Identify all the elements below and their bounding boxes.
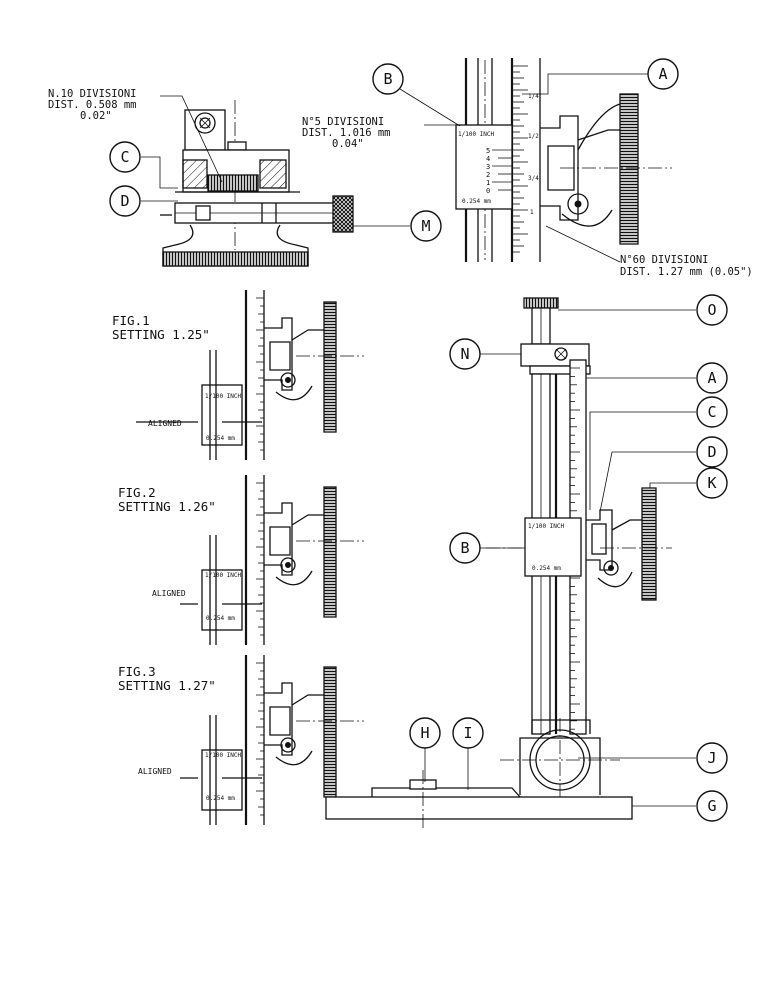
callout-n: N (449, 338, 481, 370)
callout-b-top: B (372, 63, 404, 95)
fig2-vernier-bottom: 0.254 mm (206, 615, 235, 622)
fig1-setting-example: FIG.1 SETTING 1.25" ALIGNED 1/100 INCH 0… (112, 288, 366, 462)
callout-h: H (409, 717, 441, 749)
fig3-aligned: ALIGNED (138, 767, 172, 776)
svg-text:O: O (707, 301, 716, 319)
svg-text:B: B (383, 70, 392, 88)
closeup-vernier-mark: 0 (486, 187, 490, 195)
callout-d: D (696, 436, 728, 468)
svg-text:N: N (460, 345, 469, 363)
top-left-section-view: N.10 DIVISIONI DIST. 0.508 mm 0.02" (48, 88, 410, 267)
svg-text:H: H (420, 724, 429, 742)
closeup-vernier-mark: 1 (486, 179, 490, 187)
closeup-main-mark-3: 3/4 (528, 175, 539, 182)
annotation-n60-line2: DIST. 1.27 mm (0.05") (620, 266, 753, 278)
fig2-vernier-top: 1/100 INCH (205, 572, 242, 579)
svg-text:C: C (120, 148, 129, 166)
callout-c-top: C (109, 141, 141, 173)
gauge-vernier-bottom: 0.254 mm (532, 565, 561, 572)
fig2-setting: SETTING 1.26" (118, 499, 216, 514)
fig1-vernier-bottom: 0.254 mm (206, 435, 235, 442)
annotation-n10-line3: 0.02" (80, 110, 112, 122)
height-gauge-assembly: 1/100 INCH 0.254 mm (325, 297, 696, 830)
fig3-vernier-bottom: 0.254 mm (206, 795, 235, 802)
annotation-n10-line2: DIST. 0.508 mm (48, 99, 137, 111)
closeup-vernier-mark: 5 (486, 147, 490, 155)
callout-g: G (696, 790, 728, 822)
fig3-vernier-top: 1/100 INCH (205, 752, 242, 759)
closeup-main-mark-2: 1/2 (528, 133, 539, 140)
fig2-setting-example: FIG.2 SETTING 1.26" ALIGNED 1/100 INCH 0… (118, 473, 366, 647)
svg-text:G: G (707, 797, 716, 815)
svg-text:J: J (707, 749, 716, 767)
annotation-n10-line1: N.10 DIVISIONI (48, 88, 137, 100)
gauge-vernier-top: 1/100 INCH (528, 523, 565, 530)
closeup-main-mark-4: 1 (530, 209, 534, 216)
callout-d-top: D (109, 185, 141, 217)
svg-text:K: K (707, 474, 716, 492)
callout-a-top: A (647, 58, 679, 90)
fig1-vernier-top: 1/100 INCH (205, 393, 242, 400)
svg-text:I: I (463, 724, 472, 742)
closeup-main-mark-1: 1/4 (528, 93, 539, 100)
callout-o: O (696, 294, 728, 326)
fig3-title: FIG.3 (118, 664, 156, 679)
callout-b: B (449, 532, 481, 564)
svg-text:D: D (120, 192, 129, 210)
svg-text:D: D (707, 443, 716, 461)
annotation-n5-line1: N°5 DIVISIONI (302, 116, 384, 128)
closeup-vernier-mark: 3 (486, 163, 490, 171)
svg-text:A: A (658, 65, 667, 83)
svg-text:B: B (460, 539, 469, 557)
svg-text:A: A (707, 369, 716, 387)
callout-k: K (696, 467, 728, 499)
fig2-title: FIG.2 (118, 485, 156, 500)
closeup-vernier-mark: 2 (486, 171, 490, 179)
fig1-aligned: ALIGNED (148, 419, 182, 428)
closeup-vernier-mark: 4 (486, 155, 490, 163)
callout-a: A (696, 362, 728, 394)
callout-c: C (696, 396, 728, 428)
fig1-title: FIG.1 (112, 313, 150, 328)
fig1-setting: SETTING 1.25" (112, 327, 210, 342)
callout-m: M (410, 210, 442, 242)
annotation-n5-line3: 0.04" (332, 138, 364, 150)
fig3-setting-example: FIG.3 SETTING 1.27" ALIGNED 1/100 INCH 0… (118, 653, 366, 827)
svg-text:M: M (421, 217, 430, 235)
fig2-aligned: ALIGNED (152, 589, 186, 598)
callout-i: I (452, 717, 484, 749)
callout-j: J (696, 742, 728, 774)
annotation-n60-line1: N°60 DIVISIONI (620, 254, 709, 266)
svg-text:C: C (707, 403, 716, 421)
annotation-n5-line2: DIST. 1.016 mm (302, 127, 391, 139)
closeup-vernier-top-label: 1/100 INCH (458, 131, 495, 138)
closeup-vernier-bottom-label: 0.254 mm (462, 198, 491, 205)
fig3-setting: SETTING 1.27" (118, 678, 216, 693)
